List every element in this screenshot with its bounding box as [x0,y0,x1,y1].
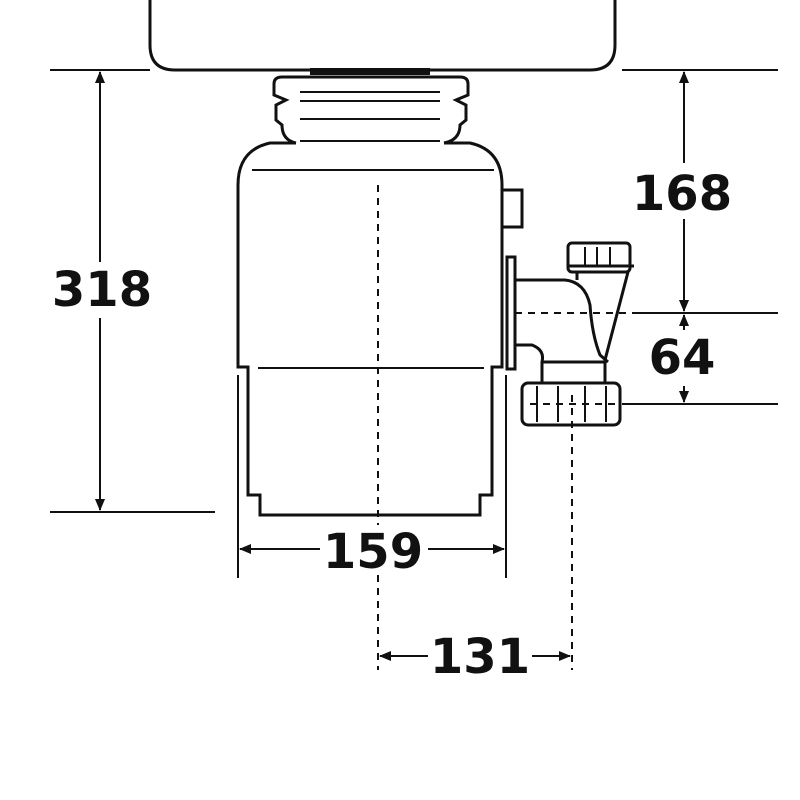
mounting-collar [272,75,470,145]
dim-label-159: 159 [323,524,423,580]
sink-flange [310,68,430,75]
dim-label-318: 318 [52,262,152,318]
disposer-body [236,141,504,517]
outlet-trap [505,241,634,427]
dim-label-168: 168 [632,166,732,222]
side-switch [500,188,524,229]
dim-label-64: 64 [649,330,716,386]
sink-outline [148,0,617,72]
dim-label-131: 131 [430,629,530,685]
